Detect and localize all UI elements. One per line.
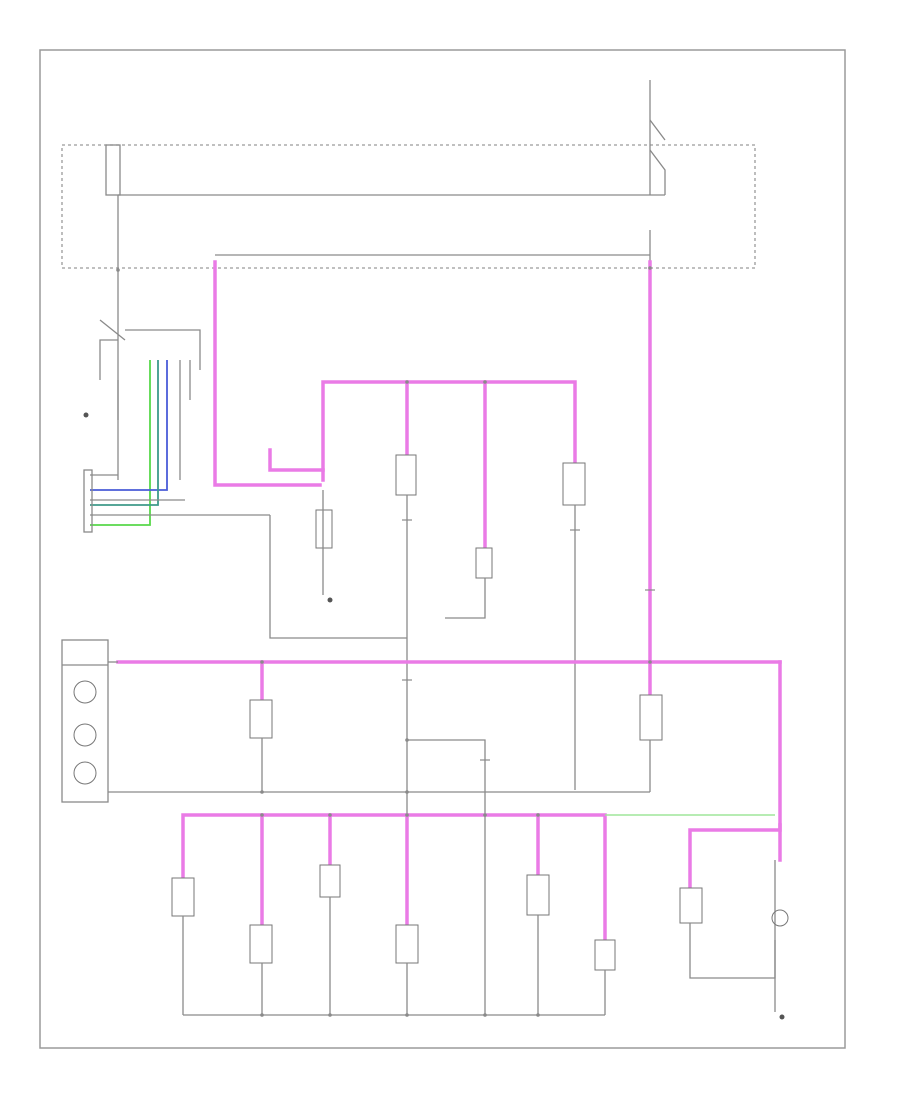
junction-node-2 [483,380,487,384]
meter-bulb-1 [73,680,97,704]
upper-pink-bus [321,380,577,482]
meter-bulb-2 [73,723,97,747]
headlamp-switch-connector [83,469,93,533]
junction-node-16 [483,1013,487,1017]
right-upper-lamp [562,462,586,506]
ashtray-lamp [639,694,663,741]
switch-left-loop [99,339,118,380]
lower-pink-bus [181,813,607,942]
left-upper-lamp [315,509,333,549]
junction-node-18 [116,268,120,272]
junction-node-1 [405,380,409,384]
switch-return-wire [99,319,126,341]
junction-node-3 [260,660,264,664]
clock-lamp [249,699,273,739]
junction-node-19 [648,266,652,270]
mid-upper-lamp-lead [445,578,486,619]
junction-node-14 [328,1013,332,1017]
diagram-border [39,49,846,1049]
lower-lamp-3 [319,864,341,898]
right-lower-loop [689,923,776,979]
right-lower-pink [688,823,782,892]
mid-upper-lamp [475,547,493,579]
junction-node-6 [328,813,332,817]
meter-bulb-3 [73,761,97,785]
lower-lamp-6 [594,939,616,971]
bypass-wire [268,448,325,472]
switch-right-loop [125,329,201,370]
upper-ground-loop [269,515,407,639]
junction-node-15 [405,1013,409,1017]
fuse-block-bar [105,144,121,196]
junction-node-8 [483,813,487,817]
lower-lamp-1 [171,877,195,917]
combination-meter-box [61,639,109,803]
door-ground-dot [779,1014,785,1020]
green-control-wire [90,360,151,526]
lower-lamp-4 [395,924,419,964]
junction-node-9 [536,813,540,817]
junction-node-11 [260,790,264,794]
lower-lamp-5 [526,874,550,916]
left-upper-ground-dot [327,597,333,603]
junction-node-13 [260,1013,264,1017]
teal-control-wire [90,360,159,506]
junction-node-7 [405,813,409,817]
pink-feed-left [213,260,322,487]
junction-node-5 [260,813,264,817]
junction-node-12 [405,790,409,794]
tail-relay-switch [649,149,666,195]
right-lower-lamp [679,887,703,924]
junction-node-17 [536,1013,540,1017]
fuse-relay-box [61,144,756,269]
switch-ground-dot [83,412,89,418]
mid-junction-wire [407,739,486,815]
lower-lamp-2 [249,924,273,964]
junction-node-10 [405,738,409,742]
front-upper-lamp [395,454,417,496]
tail-relay-coil [649,119,666,141]
junction-node-4 [648,660,652,664]
door-bulb [771,909,789,927]
blue-control-wire [90,360,168,491]
